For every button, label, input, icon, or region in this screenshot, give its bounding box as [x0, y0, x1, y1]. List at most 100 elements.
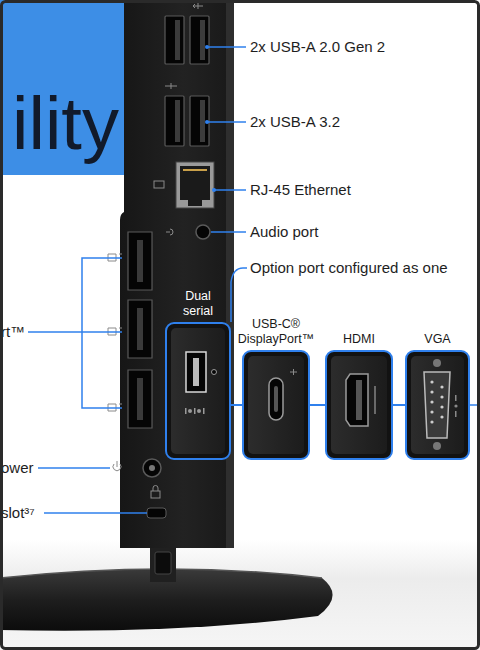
option-module-box: HDMI	[325, 350, 393, 460]
vga-connector	[430, 380, 433, 383]
port-label: Option port configured as one	[250, 259, 476, 277]
stand	[155, 552, 171, 574]
module-heading: VGA	[392, 332, 480, 347]
hdmi-port	[356, 380, 362, 420]
cropped-port-label: slot³⁷	[1, 504, 45, 522]
ethernet-port	[188, 200, 202, 206]
module-face	[411, 356, 464, 454]
stand	[0, 540, 333, 631]
module-face	[171, 328, 464, 454]
displayport-tongue	[137, 240, 143, 282]
port-icon	[113, 461, 121, 471]
ethernet-port	[176, 162, 214, 208]
vga-connector	[433, 442, 441, 450]
serial-port	[185, 408, 187, 414]
leader-line	[214, 189, 246, 191]
module-connector	[393, 404, 405, 406]
leader-line	[82, 331, 122, 333]
vga-connector	[440, 405, 443, 408]
vga-connector	[430, 410, 433, 413]
usb-c-port	[269, 378, 283, 420]
stand	[0, 569, 322, 578]
option-module-box: Dual serial	[165, 322, 231, 460]
port-label: 2x USB-A 2.0 Gen 2	[250, 38, 476, 56]
leader-line	[207, 46, 246, 48]
displayport-port	[128, 232, 152, 290]
leader-line	[28, 47, 480, 513]
option-module-box: VGA	[405, 350, 470, 460]
serial-port	[203, 408, 205, 414]
leader-dot	[205, 120, 209, 124]
leader-line	[470, 404, 480, 406]
cropped-port-label: ower	[1, 459, 41, 477]
port-icon	[108, 404, 122, 411]
port-icon	[165, 83, 177, 89]
ethernet-port	[176, 162, 214, 208]
serial-port	[194, 408, 196, 414]
usb-c-port	[290, 369, 297, 375]
leader-line	[82, 258, 122, 408]
usb-c-port	[274, 386, 278, 412]
leader-line	[207, 121, 246, 123]
port-label: RJ-45 Ethernet	[250, 181, 476, 199]
stand	[150, 540, 176, 582]
vga-connector	[455, 411, 457, 417]
displayport-tongue	[137, 308, 143, 350]
displayport-tongue	[137, 378, 143, 420]
usb-c-port	[269, 369, 297, 420]
vga-connector	[433, 359, 441, 367]
module-face	[171, 328, 225, 454]
vga-connector	[430, 390, 433, 393]
port-icon	[108, 328, 122, 335]
module-face	[248, 356, 304, 454]
vga-connector	[440, 395, 443, 398]
device-body	[226, 0, 234, 548]
usb-tongue	[175, 20, 205, 142]
vga-connector	[455, 395, 457, 401]
leader-dot	[205, 45, 209, 49]
module-connector	[231, 404, 242, 406]
option-module-box: USB-C® DisplayPort™	[242, 350, 310, 460]
usb-tongue	[200, 20, 205, 60]
vga-connector	[430, 400, 433, 403]
device-body	[120, 0, 226, 548]
audio-jack	[196, 225, 210, 239]
serial-port	[197, 409, 201, 413]
module-heading: Dual serial	[171, 289, 225, 319]
usb-tongue	[175, 100, 180, 142]
cropped-port-label: rt™	[1, 323, 41, 341]
lock-slot	[147, 508, 166, 518]
serial-port	[212, 370, 217, 375]
power-jack	[143, 459, 161, 477]
serial-port	[186, 352, 206, 392]
usb-port	[190, 16, 209, 64]
leader-dot	[205, 45, 216, 192]
blue-panel	[0, 0, 225, 175]
vga-connector	[424, 359, 458, 450]
usb-port	[165, 16, 209, 146]
hdmi-port	[374, 386, 376, 414]
hdmi-port	[346, 374, 368, 426]
stand	[0, 569, 333, 631]
leader-line	[38, 467, 110, 469]
floor-shadow	[0, 540, 480, 650]
leader-line	[211, 231, 246, 233]
serial-port	[185, 352, 217, 414]
displayport-port	[128, 370, 152, 428]
port-icon	[153, 486, 158, 492]
vga-connector	[424, 372, 450, 438]
usb-tongue	[175, 20, 180, 60]
displayport-port	[128, 300, 152, 358]
serial-port	[193, 358, 199, 386]
audio-jack	[196, 225, 210, 239]
leader-dot	[212, 188, 216, 192]
serial-port	[185, 408, 205, 414]
leader-line	[28, 331, 82, 333]
